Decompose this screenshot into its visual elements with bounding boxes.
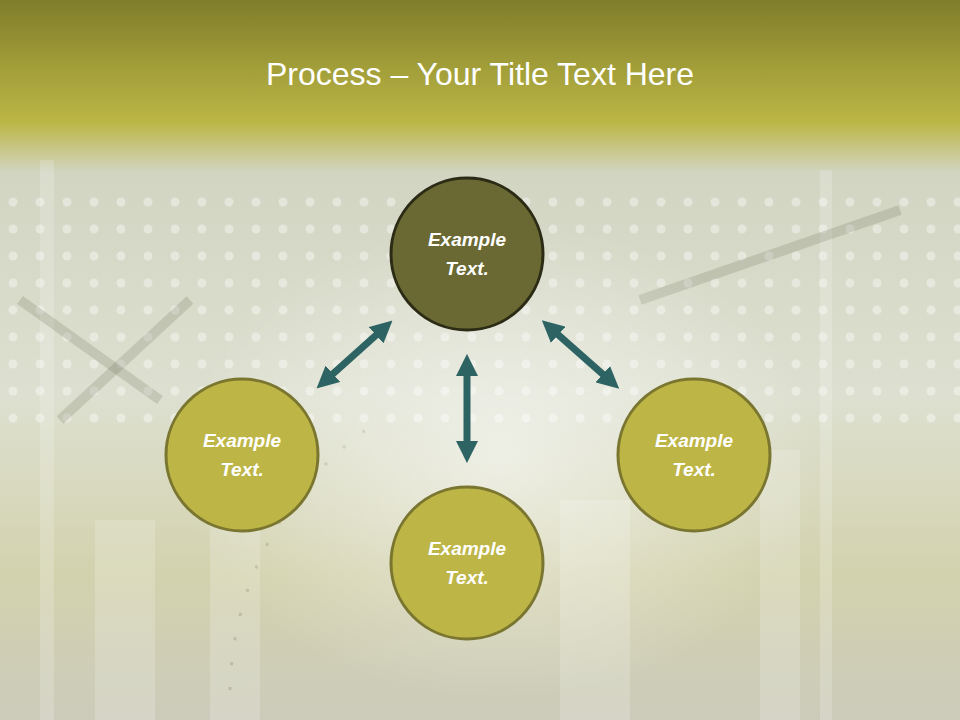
process-circle: Example Text. bbox=[164, 377, 320, 533]
circle-outline bbox=[389, 176, 545, 332]
node-text: Example Text. bbox=[411, 225, 523, 283]
node-text: Example Text. bbox=[638, 426, 750, 484]
circle-outline bbox=[164, 377, 320, 533]
circle-shape bbox=[391, 178, 543, 330]
circle-shape bbox=[618, 379, 770, 531]
double-arrow bbox=[464, 368, 471, 449]
process-circle: Example Text. bbox=[389, 485, 545, 641]
circle-content: Example Text. bbox=[389, 485, 545, 641]
process-circle: Example Text. bbox=[616, 377, 772, 533]
double-arrow bbox=[327, 330, 382, 379]
light-bar bbox=[95, 520, 155, 720]
node-text: Example Text. bbox=[411, 534, 523, 592]
circle-outline bbox=[389, 485, 545, 641]
circle-content: Example Text. bbox=[389, 176, 545, 332]
circle-shape bbox=[391, 487, 543, 639]
double-arrow bbox=[552, 330, 608, 380]
light-bar bbox=[40, 160, 54, 720]
slide-title: Process – Your Title Text Here bbox=[0, 52, 960, 96]
node-text: Example Text. bbox=[186, 426, 298, 484]
light-bar bbox=[820, 170, 832, 720]
light-bars bbox=[40, 160, 832, 720]
circle-shape bbox=[166, 379, 318, 531]
circle-content: Example Text. bbox=[164, 377, 320, 533]
circle-outline bbox=[616, 377, 772, 533]
clock-hand bbox=[60, 300, 190, 420]
circle-content: Example Text. bbox=[616, 377, 772, 533]
process-circle: Example Text. bbox=[389, 176, 545, 332]
